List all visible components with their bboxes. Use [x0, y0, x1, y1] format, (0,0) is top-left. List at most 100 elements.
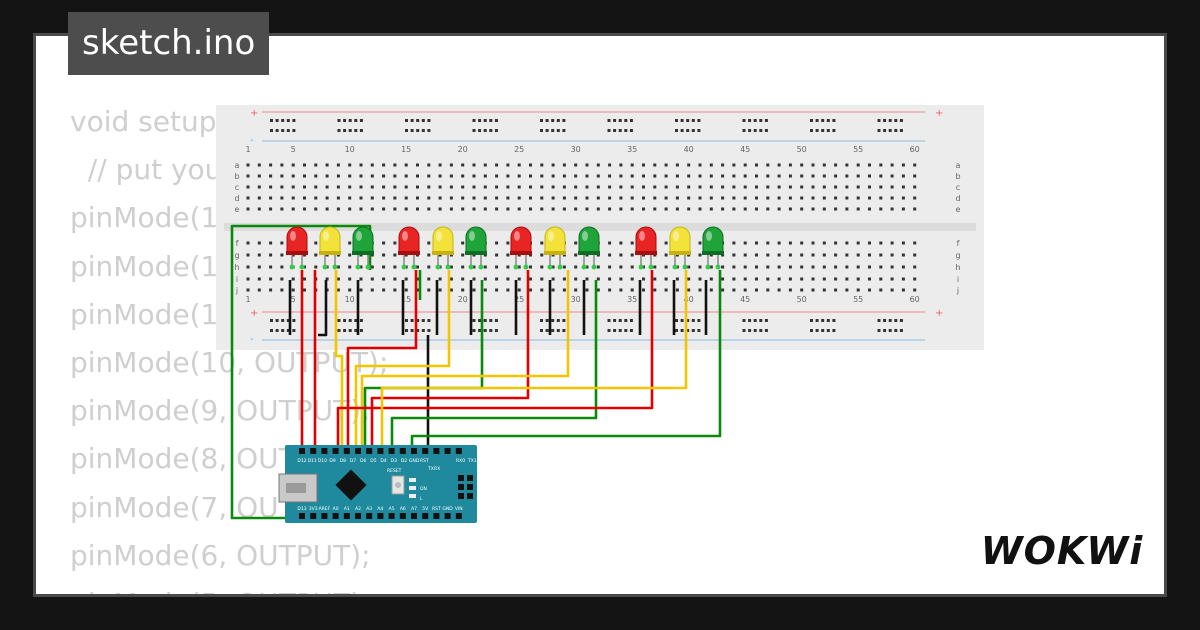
terminal-hole [529, 185, 532, 189]
top-pin-label: RST [420, 458, 429, 464]
rail-hole [753, 119, 757, 122]
terminal-hole [822, 174, 826, 178]
terminal-hole [325, 163, 329, 167]
terminal-hole [472, 288, 476, 292]
led-highlight [436, 231, 442, 241]
terminal-hole [574, 241, 578, 245]
wire [346, 270, 418, 452]
rail-hole [759, 329, 763, 332]
terminal-hole [800, 265, 804, 269]
terminal-hole [913, 288, 917, 292]
led-pin [638, 264, 644, 270]
terminal-hole [777, 241, 781, 245]
terminal-hole [913, 277, 917, 281]
terminal-hole [755, 265, 758, 269]
terminal-hole [585, 277, 589, 281]
column-number: 15 [401, 295, 411, 304]
terminal-hole [845, 288, 849, 292]
header-pin [455, 513, 462, 519]
terminal-hole [608, 253, 612, 257]
terminal-hole [800, 277, 804, 281]
terminal-hole [743, 174, 747, 178]
header-pin [366, 448, 373, 454]
terminal-hole [890, 253, 894, 257]
led-rim [635, 251, 657, 255]
header-pin [310, 448, 317, 454]
row-letter: e [235, 205, 240, 214]
terminal-hole [246, 277, 250, 281]
terminal-hole [551, 288, 555, 292]
rail-hole [753, 129, 757, 132]
header-pin [444, 448, 451, 454]
terminal-hole [438, 163, 442, 167]
rail-hole [478, 319, 482, 322]
terminal-hole [675, 207, 679, 211]
bottom-pin-label: A0 [333, 506, 339, 512]
led-body [465, 226, 487, 255]
terminal-hole [596, 288, 600, 292]
terminal-hole [382, 265, 386, 269]
header-pin [399, 448, 406, 454]
terminal-hole [325, 174, 329, 178]
rail-hole [826, 119, 830, 122]
terminal-hole [642, 196, 645, 200]
rail-hole [826, 319, 830, 322]
terminal-hole [642, 277, 645, 281]
terminal-hole [856, 277, 860, 281]
terminal-hole [811, 207, 815, 211]
terminal-hole [743, 207, 747, 211]
terminal-hole [585, 185, 589, 189]
rail-hole [478, 129, 482, 132]
terminal-hole [845, 163, 849, 167]
terminal-hole [845, 174, 849, 178]
terminal-hole [664, 277, 668, 281]
terminal-hole [280, 265, 284, 269]
terminal-hole [732, 288, 736, 292]
terminal-hole [890, 241, 894, 245]
header-pin [366, 513, 373, 519]
terminal-hole [540, 265, 544, 269]
terminal-hole [257, 174, 261, 178]
terminal-hole [280, 196, 284, 200]
row-letter: c [235, 183, 239, 192]
rail-hole [281, 119, 285, 122]
terminal-hole [834, 185, 838, 189]
terminal-hole [755, 253, 758, 257]
led-highlight [469, 231, 475, 241]
rail-hole [748, 319, 752, 322]
terminal-hole [303, 207, 306, 211]
terminal-hole [811, 196, 815, 200]
terminal-hole [246, 265, 250, 269]
led-pin [557, 264, 563, 270]
led-pin [478, 264, 484, 270]
terminal-hole [472, 277, 476, 281]
led-pin [581, 264, 587, 270]
rail-hole [489, 319, 493, 322]
terminal-hole [483, 265, 487, 269]
header-pin [332, 448, 339, 454]
rail-hole [675, 119, 678, 122]
rail-hole [354, 329, 358, 332]
header-pin [399, 513, 406, 519]
header-pin [422, 448, 429, 454]
top-pin-label: D5 [370, 458, 376, 464]
terminal-hole [540, 277, 544, 281]
rail-hole [810, 119, 813, 122]
terminal-hole [416, 207, 419, 211]
rail-hole [405, 329, 408, 332]
file-tab[interactable]: sketch.ino [68, 12, 270, 75]
terminal-hole [800, 196, 804, 200]
terminal-hole [269, 163, 273, 167]
terminal-hole [472, 185, 476, 189]
terminal-hole [608, 196, 612, 200]
terminal-hole [314, 207, 318, 211]
led-pin [355, 264, 361, 270]
rail-hole [427, 119, 431, 122]
terminal-hole [743, 265, 747, 269]
terminal-hole [551, 174, 555, 178]
terminal-hole [269, 196, 273, 200]
rail-hole [405, 129, 408, 132]
rail-hole [551, 329, 555, 332]
